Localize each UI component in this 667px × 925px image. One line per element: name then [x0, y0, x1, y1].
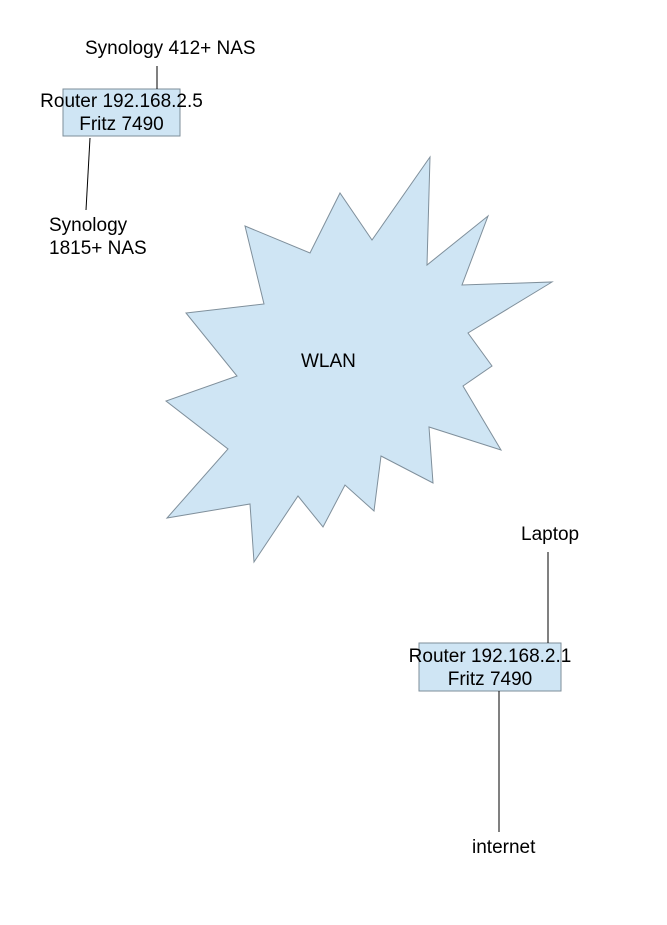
router-top-label: Router 192.168.2.5 Fritz 7490 [34, 90, 209, 136]
router-bottom-model: Fritz 7490 [447, 669, 533, 690]
router-bottom-ip: Router 192.168.2.1 [408, 646, 572, 667]
wlan-starburst [164, 155, 554, 564]
nas-412-label: Synology 412+ NAS [85, 38, 256, 59]
laptop-label: Laptop [521, 524, 580, 545]
internet-label: internet [472, 837, 536, 858]
nas-1815-model: 1815+ NAS [49, 238, 147, 259]
router-top-ip: Router 192.168.2.5 [40, 91, 203, 112]
connector-router-top-nas1815 [85, 137, 91, 211]
nas-1815-label: Synology 1815+ NAS [49, 214, 147, 260]
router-top-model: Fritz 7490 [79, 114, 164, 135]
nas-1815-name: Synology [49, 215, 128, 236]
router-bottom-box [418, 642, 562, 692]
router-top-box [62, 88, 181, 137]
router-bottom-label: Router 192.168.2.1 Fritz 7490 [402, 645, 578, 691]
wlan-label: WLAN [301, 351, 356, 372]
